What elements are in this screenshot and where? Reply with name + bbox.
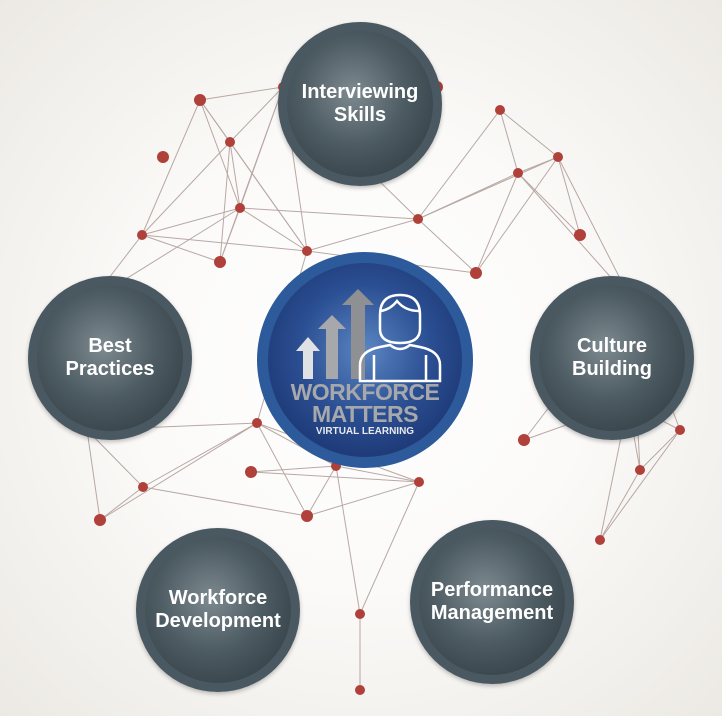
growth-arrows-person-icon xyxy=(296,289,442,383)
network-link xyxy=(239,207,419,220)
network-link xyxy=(417,218,477,274)
network-node xyxy=(675,425,685,435)
network-node xyxy=(595,535,605,545)
network-link xyxy=(475,156,559,274)
topic-label: Development xyxy=(155,610,281,632)
network-node xyxy=(225,137,235,147)
network-link xyxy=(557,156,581,236)
network-link xyxy=(517,172,581,236)
network-link xyxy=(219,141,231,263)
network-node xyxy=(301,510,313,522)
network-node xyxy=(252,418,262,428)
logo-title-line1: WORKFORCE xyxy=(290,379,440,405)
network-link xyxy=(417,156,559,220)
network-node xyxy=(355,609,365,619)
network-link xyxy=(239,207,308,252)
network-node xyxy=(413,214,423,224)
workforce-matters-logo: WORKFORCE MATTERS VIRTUAL LEARNING xyxy=(257,252,473,468)
network-link xyxy=(599,469,641,541)
network-node xyxy=(470,267,482,279)
network-node xyxy=(157,151,169,163)
topic-label: Best xyxy=(88,335,132,357)
network-link xyxy=(229,141,241,209)
network-link xyxy=(142,486,308,517)
network-node xyxy=(513,168,523,178)
network-link xyxy=(141,234,308,252)
network-link xyxy=(639,429,681,471)
network-link xyxy=(229,86,284,143)
topic-label: Workforce xyxy=(168,587,268,609)
network-link xyxy=(475,172,519,274)
network-link xyxy=(306,481,420,517)
network-link xyxy=(499,109,519,174)
logo-title-line2: MATTERS xyxy=(312,401,418,427)
network-link xyxy=(99,422,258,521)
network-link xyxy=(256,422,308,517)
network-link xyxy=(250,471,420,483)
topic-label: Management xyxy=(430,602,554,624)
network-node xyxy=(414,477,424,487)
network-link xyxy=(499,109,559,158)
network-node xyxy=(635,465,645,475)
network-link xyxy=(199,99,308,252)
network-link xyxy=(99,486,144,521)
network-link xyxy=(86,429,101,521)
network-node xyxy=(355,685,365,695)
network-link xyxy=(141,99,201,236)
topic-label: Building xyxy=(572,358,652,380)
network-link xyxy=(250,465,337,473)
network-node xyxy=(553,152,563,162)
network-link xyxy=(141,207,241,236)
network-link xyxy=(199,99,241,209)
topic-label: Skills xyxy=(333,104,387,126)
network-node xyxy=(495,105,505,115)
network-link xyxy=(86,429,144,488)
logo-subtitle: VIRTUAL LEARNING xyxy=(315,426,415,437)
network-link xyxy=(417,109,501,220)
network-link xyxy=(141,234,221,263)
network-link xyxy=(306,465,337,517)
network-node xyxy=(302,246,312,256)
network-link xyxy=(142,422,258,488)
network-link xyxy=(199,86,284,101)
topic-label: Performance xyxy=(430,579,554,601)
network-link xyxy=(599,429,681,541)
network-link xyxy=(359,481,420,615)
network-link xyxy=(141,141,231,236)
network-node xyxy=(245,466,257,478)
topic-label: Interviewing xyxy=(301,81,419,103)
network-node xyxy=(94,514,106,526)
network-node xyxy=(518,434,530,446)
topic-label: Practices xyxy=(65,358,155,380)
topic-label: Culture xyxy=(576,335,647,357)
network-link xyxy=(306,218,419,252)
network-node xyxy=(574,229,586,241)
network-link xyxy=(335,465,361,615)
network-node xyxy=(235,203,245,213)
network-node xyxy=(137,230,147,240)
network-node xyxy=(194,94,206,106)
network-link xyxy=(335,465,420,483)
network-node xyxy=(214,256,226,268)
network-link xyxy=(219,207,241,263)
network-node xyxy=(138,482,148,492)
